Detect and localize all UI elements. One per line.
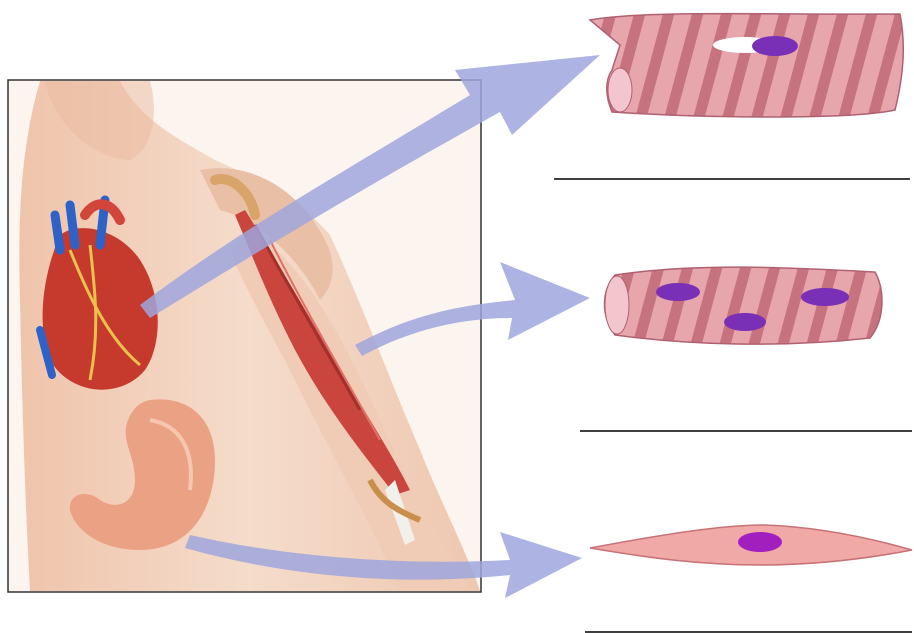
smooth-nucleus bbox=[738, 532, 782, 552]
skeletal-nucleus-1 bbox=[656, 283, 700, 301]
skeletal-nucleus-2 bbox=[724, 313, 766, 331]
smooth-muscle-cell-icon bbox=[590, 525, 912, 565]
skeletal-muscle-fiber-icon bbox=[604, 267, 881, 344]
skeletal-nucleus-3 bbox=[801, 288, 849, 306]
cardiac-muscle-cell-icon bbox=[590, 14, 903, 117]
cardiac-nucleus bbox=[752, 36, 798, 56]
